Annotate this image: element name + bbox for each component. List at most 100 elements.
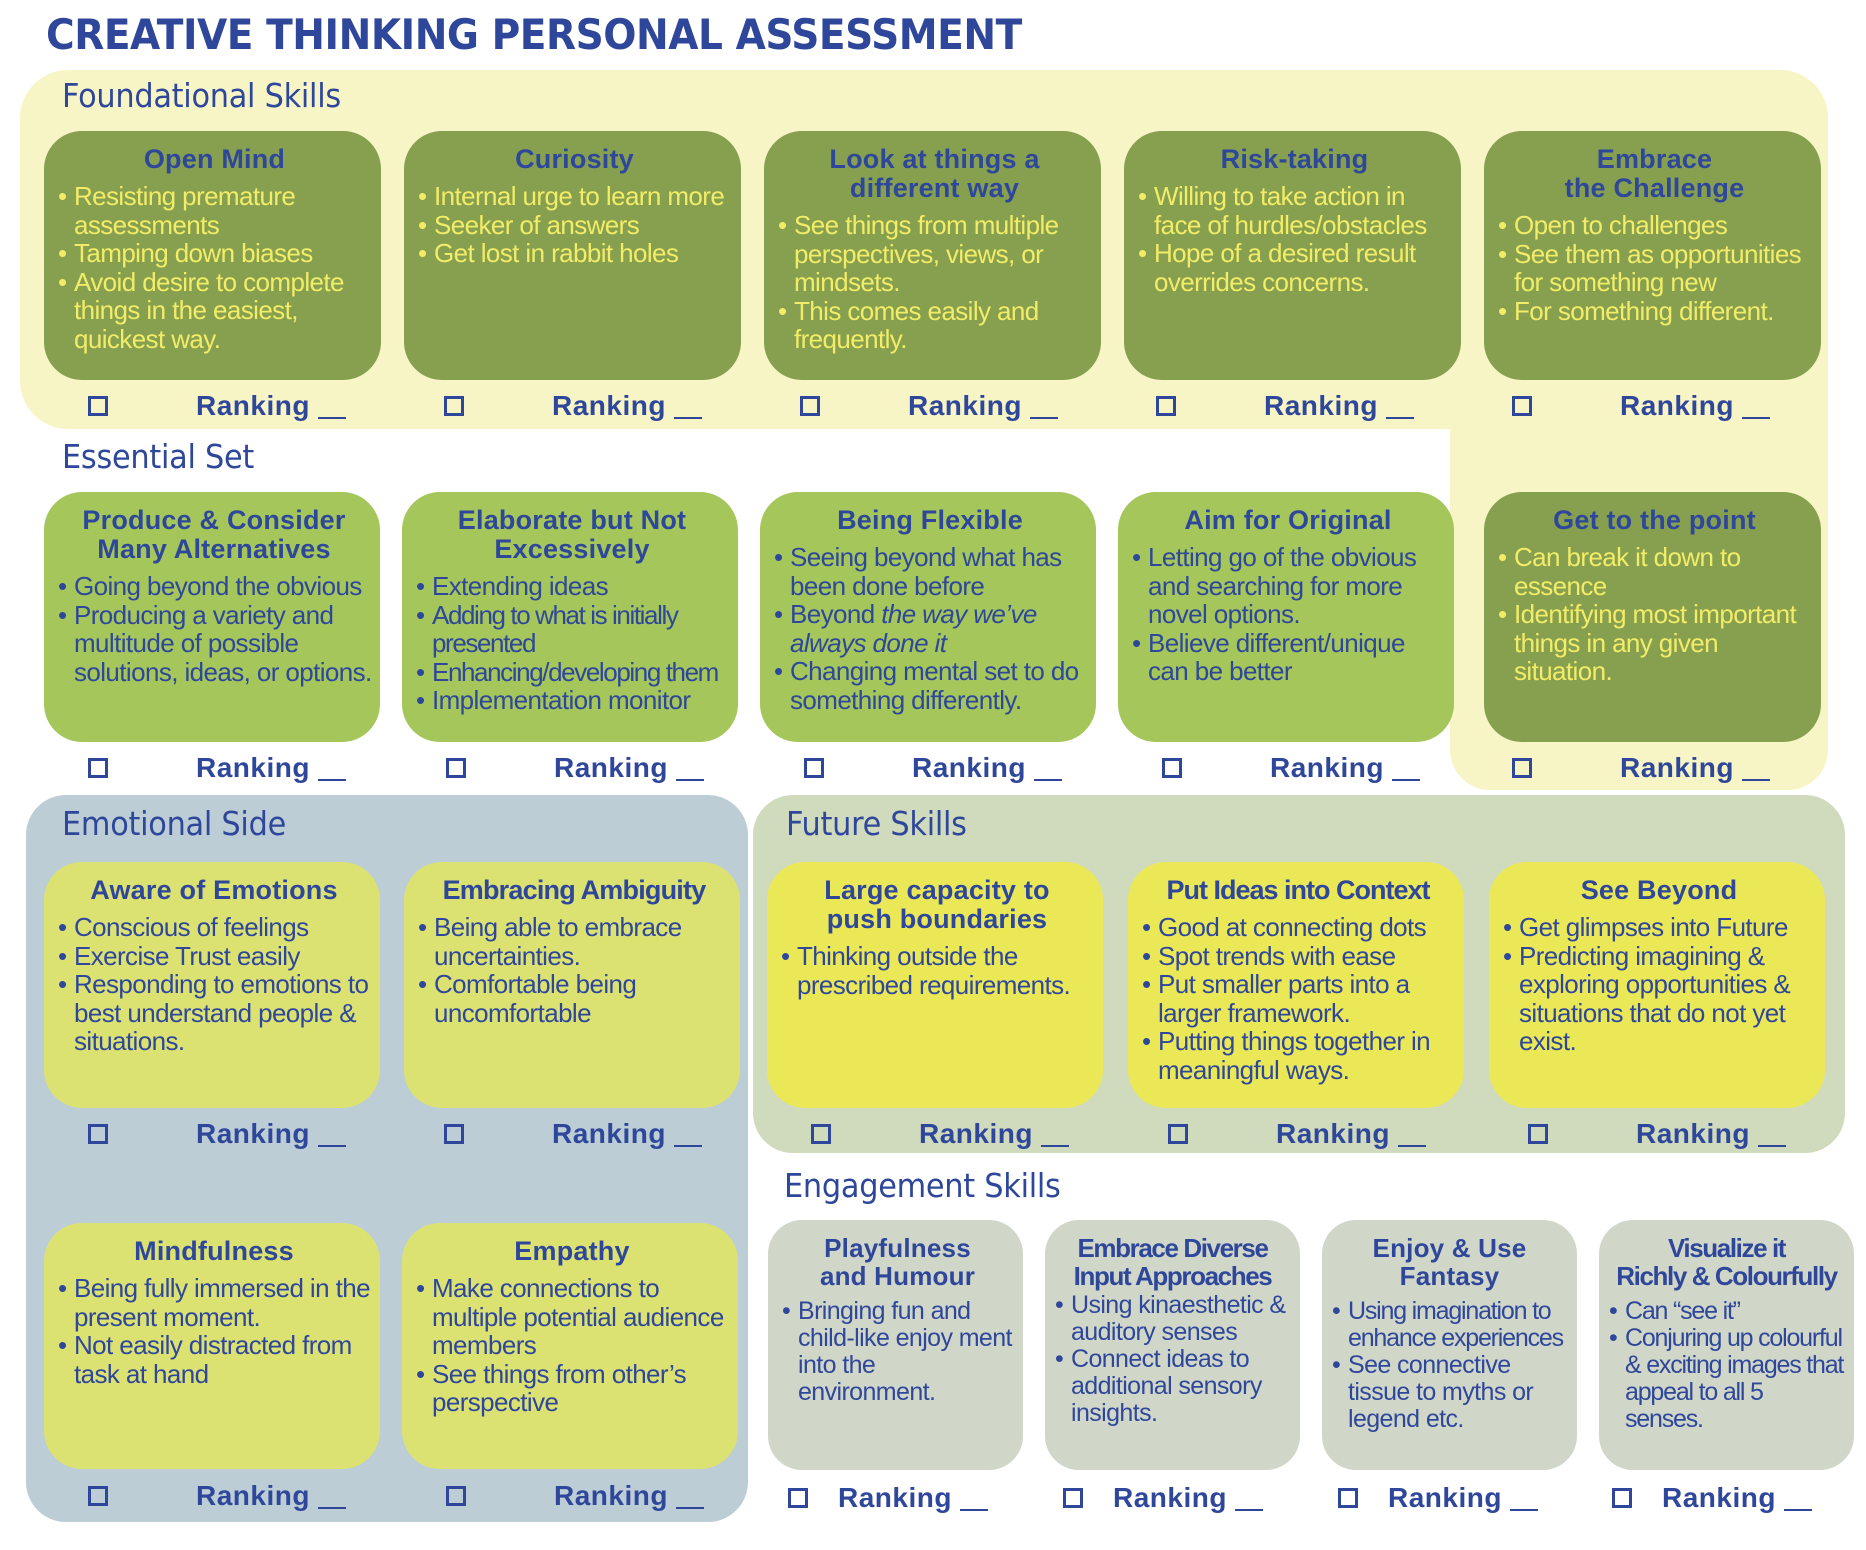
- card-bullet: Avoid desire to complete things in the e…: [56, 267, 373, 354]
- ranking-input[interactable]: [1234, 1485, 1263, 1511]
- ranking-input[interactable]: [1385, 393, 1414, 419]
- card-title: Mindfulness: [134, 1236, 294, 1266]
- ranking-input[interactable]: [317, 1483, 346, 1509]
- card-bullet: Resisting premature assessments: [56, 182, 373, 239]
- skill-card-empathy: Empathy Make connections to multiple pot…: [402, 1223, 738, 1469]
- card-bullet: Changing mental set to do something diff…: [772, 657, 1088, 714]
- card-bullet: Hope of a desired result overrides conce…: [1136, 239, 1453, 296]
- card-title: Put Ideas into Context: [1166, 875, 1430, 905]
- card-bullet: Putting things together in meaningful wa…: [1140, 1027, 1456, 1084]
- ranking-input[interactable]: [959, 1485, 988, 1511]
- ranking-input[interactable]: [1509, 1485, 1538, 1511]
- checkbox[interactable]: [800, 396, 820, 416]
- ranking-label: Ranking: [1276, 1118, 1390, 1149]
- ranking-label: Ranking: [554, 752, 668, 783]
- checkbox[interactable]: [446, 1486, 466, 1506]
- card-title: See Beyond: [1580, 875, 1738, 905]
- card-title: Aim for Original: [1184, 505, 1392, 535]
- card-title: Get to the point: [1553, 505, 1756, 535]
- ranking-input[interactable]: [673, 1121, 702, 1147]
- skill-card-look-different-way: Look at things a different way See thing…: [764, 131, 1101, 380]
- checkbox[interactable]: [1512, 758, 1532, 778]
- checkbox[interactable]: [804, 758, 824, 778]
- skill-card-open-mind: Open Mind Resisting premature assessment…: [44, 131, 381, 380]
- checkbox[interactable]: [444, 1124, 464, 1144]
- checkbox[interactable]: [788, 1488, 808, 1508]
- card-bullet: Enhancing/developing them: [414, 657, 730, 687]
- checkbox[interactable]: [1162, 758, 1182, 778]
- ranking-input[interactable]: [317, 755, 346, 781]
- checkbox[interactable]: [88, 396, 108, 416]
- ranking-label: Ranking: [196, 390, 310, 421]
- ranking-label: Ranking: [838, 1482, 952, 1513]
- card-bullet: Open to challenges: [1496, 211, 1813, 240]
- ranking-input[interactable]: [317, 1121, 346, 1147]
- card-bullet: Producing a variety and multitude of pos…: [56, 600, 372, 687]
- ranking-row: Ranking: [444, 1118, 702, 1149]
- ranking-input[interactable]: [1033, 755, 1062, 781]
- skill-card-produce-alternatives: Produce & Consider Many Alternatives Goi…: [44, 492, 380, 742]
- ranking-label: Ranking: [1620, 390, 1734, 421]
- ranking-row: Ranking: [1512, 390, 1770, 421]
- card-bullet: Good at connecting dots: [1140, 913, 1456, 942]
- card-bullet: Responding to emotions to best understan…: [56, 970, 372, 1056]
- ranking-row: Ranking: [88, 1480, 346, 1511]
- checkbox[interactable]: [1063, 1488, 1083, 1508]
- checkbox[interactable]: [88, 1486, 108, 1506]
- card-bullet: Conjuring up colourful & exciting images…: [1607, 1325, 1846, 1433]
- ranking-input[interactable]: [675, 1483, 704, 1509]
- card-bullet: See things from multiple perspectives, v…: [776, 211, 1093, 297]
- checkbox[interactable]: [1512, 396, 1532, 416]
- ranking-input[interactable]: [1741, 393, 1770, 419]
- card-bullet: Comfortable being uncomfortable: [416, 970, 732, 1027]
- checkbox[interactable]: [88, 758, 108, 778]
- ranking-label: Ranking: [1388, 1482, 1502, 1513]
- ranking-label: Ranking: [919, 1118, 1033, 1149]
- ranking-label: Ranking: [196, 1480, 310, 1511]
- card-bullet: Conscious of feelings: [56, 913, 372, 942]
- ranking-label: Ranking: [1620, 752, 1734, 783]
- skill-card-embrace-challenge: Embrace the Challenge Open to challenges…: [1484, 131, 1821, 380]
- checkbox[interactable]: [811, 1124, 831, 1144]
- ranking-input[interactable]: [1783, 1485, 1812, 1511]
- ranking-label: Ranking: [552, 390, 666, 421]
- ranking-label: Ranking: [1636, 1118, 1750, 1149]
- card-title: Risk-taking: [1220, 144, 1369, 174]
- ranking-input[interactable]: [673, 393, 702, 419]
- card-bullet: Implementation monitor: [414, 686, 730, 715]
- ranking-input[interactable]: [1397, 1121, 1426, 1147]
- card-title: Empathy: [514, 1236, 630, 1266]
- skill-card-diverse-input: Embrace Diverse Input Approaches Using k…: [1045, 1220, 1300, 1470]
- card-bullet: Believe different/unique can be better: [1130, 628, 1446, 686]
- ranking-input[interactable]: [1757, 1121, 1786, 1147]
- ranking-input[interactable]: [1040, 1121, 1069, 1147]
- checkbox[interactable]: [1612, 1488, 1632, 1508]
- skill-card-see-beyond: See Beyond Get glimpses into Future Pred…: [1489, 862, 1825, 1108]
- card-bullet: See them as opportunities for something …: [1496, 239, 1813, 297]
- ranking-input[interactable]: [317, 393, 346, 419]
- ranking-input[interactable]: [1741, 755, 1770, 781]
- card-bullet: Seeker of answers: [416, 210, 733, 240]
- checkbox[interactable]: [1156, 396, 1176, 416]
- skill-card-risk-taking: Risk-taking Willing to take action in fa…: [1124, 131, 1461, 380]
- checkbox[interactable]: [1338, 1488, 1358, 1508]
- ranking-input[interactable]: [1029, 393, 1058, 419]
- card-bullet: Being able to embrace uncertainties.: [416, 913, 732, 970]
- ranking-label: Ranking: [1264, 390, 1378, 421]
- ranking-row: Ranking: [804, 752, 1062, 783]
- checkbox[interactable]: [1168, 1124, 1188, 1144]
- checkbox[interactable]: [446, 758, 466, 778]
- section-title-emotional: Emotional Side: [62, 804, 286, 843]
- italic-phrase: the way we’ve always done it: [790, 599, 1037, 658]
- ranking-input[interactable]: [675, 755, 704, 781]
- section-title-future: Future Skills: [786, 804, 967, 843]
- ranking-label: Ranking: [908, 390, 1022, 421]
- skill-card-push-boundaries: Large capacity to push boundaries Thinki…: [767, 862, 1103, 1108]
- ranking-input[interactable]: [1391, 755, 1420, 781]
- card-bullet: Make connections to multiple potential a…: [414, 1274, 730, 1360]
- checkbox[interactable]: [1528, 1124, 1548, 1144]
- checkbox[interactable]: [88, 1124, 108, 1144]
- card-title: Visualize it Richly & Colourfully: [1616, 1233, 1838, 1291]
- checkbox[interactable]: [444, 396, 464, 416]
- skill-card-aim-original: Aim for Original Letting go of the obvio…: [1118, 492, 1454, 742]
